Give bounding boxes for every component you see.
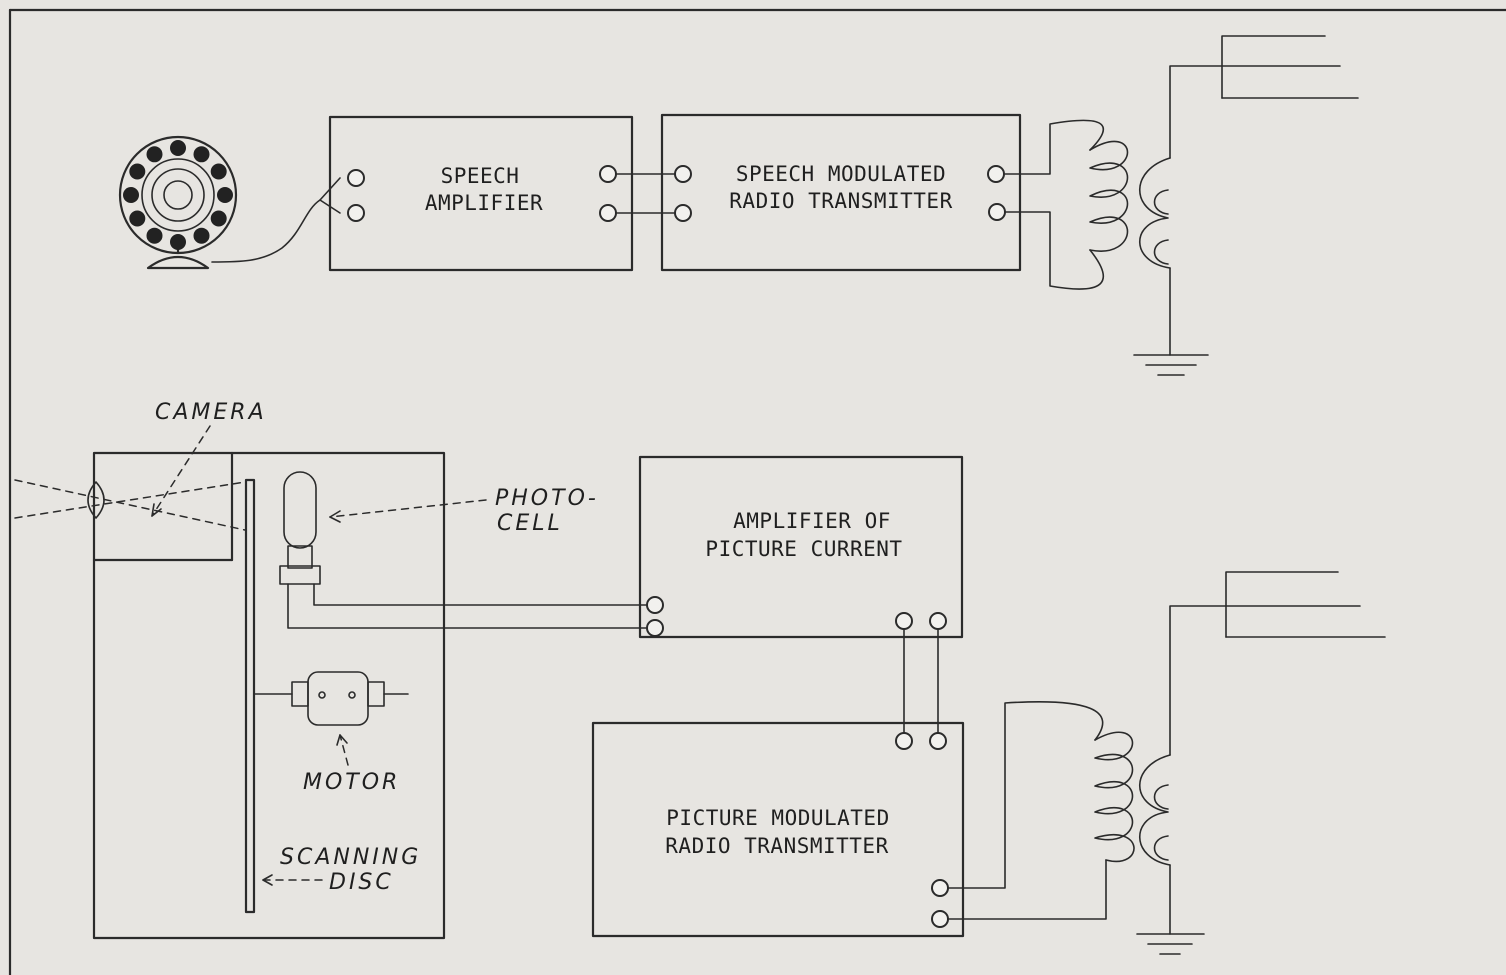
terminal (929, 732, 947, 750)
speech-amplifier-label: AMPLIFIER (425, 191, 543, 215)
motor-label-group: MOTOR (303, 734, 400, 795)
speech-transmitter-box: SPEECH MODULATED RADIO TRANSMITTER (660, 113, 1022, 272)
picture-transmitter-label: RADIO TRANSMITTER (665, 834, 888, 858)
terminal (931, 910, 949, 928)
microphone-hole (170, 234, 186, 250)
microphone-hole (170, 140, 186, 156)
ground-icon (1136, 864, 1205, 955)
microphone-hole (146, 227, 163, 244)
speech-amplifier-label: SPEECH (441, 164, 520, 188)
microphone-hole (146, 146, 163, 163)
microphone-hole (129, 163, 146, 180)
camera-label-group: CAMERA (151, 400, 267, 517)
microphone-hole (123, 187, 139, 203)
camera-body (92, 451, 446, 940)
terminal (988, 203, 1006, 221)
terminal (347, 204, 365, 222)
terminal (931, 879, 949, 897)
photocell-icon (279, 471, 656, 629)
motor-label: MOTOR (303, 770, 400, 795)
microphone-hole (193, 146, 210, 163)
speech-transmitter-label: SPEECH MODULATED (736, 162, 946, 186)
coil-icon (1003, 119, 1171, 290)
microphone-hole (217, 187, 233, 203)
microphone-hole (210, 163, 227, 180)
ground-icon (1133, 267, 1209, 376)
coil-icon (947, 700, 1171, 920)
speech-amplifier-box: SPEECH AMPLIFIER (328, 115, 634, 272)
scanning-disc-label: SCANNING (280, 845, 421, 870)
terminal (895, 612, 913, 630)
camera-label: CAMERA (155, 400, 267, 425)
picture-transmitter-label: PICTURE MODULATED (666, 806, 889, 830)
picture-link-wires (903, 628, 939, 734)
terminal (599, 204, 617, 222)
scanning-disc (244, 478, 256, 914)
antenna-icon (1169, 571, 1386, 756)
terminal (646, 619, 664, 637)
terminal (987, 165, 1005, 183)
terminal (929, 612, 947, 630)
microphone-hole (129, 210, 146, 227)
terminal (599, 165, 617, 183)
picture-amplifier-box: AMPLIFIER OF PICTURE CURRENT (638, 455, 964, 639)
microphone-icon (118, 135, 341, 270)
terminal (646, 596, 664, 614)
motor-icon (253, 671, 409, 726)
terminal (674, 204, 692, 222)
picture-amplifier-label: PICTURE CURRENT (705, 537, 902, 561)
microphone-hole (210, 210, 227, 227)
speech-transmitter-label: RADIO TRANSMITTER (729, 189, 952, 213)
speech-link-wires (615, 173, 676, 214)
terminal (347, 169, 365, 187)
photocell-label: PHOTO- (495, 486, 599, 511)
terminal (895, 732, 913, 750)
lens-icon (14, 479, 246, 531)
page-frame (8, 8, 1506, 975)
photocell-label: CELL (497, 511, 563, 536)
terminal (674, 165, 692, 183)
scanning-disc-label-group: SCANNING DISC (262, 845, 421, 895)
scanning-disc-label: DISC (329, 870, 394, 895)
photocell-label-group: PHOTO- CELL (329, 486, 599, 536)
picture-transmitter-box: PICTURE MODULATED RADIO TRANSMITTER (591, 721, 965, 938)
microphone-hole (193, 227, 210, 244)
antenna-icon (1169, 35, 1359, 159)
picture-amplifier-label: AMPLIFIER OF (733, 509, 891, 533)
